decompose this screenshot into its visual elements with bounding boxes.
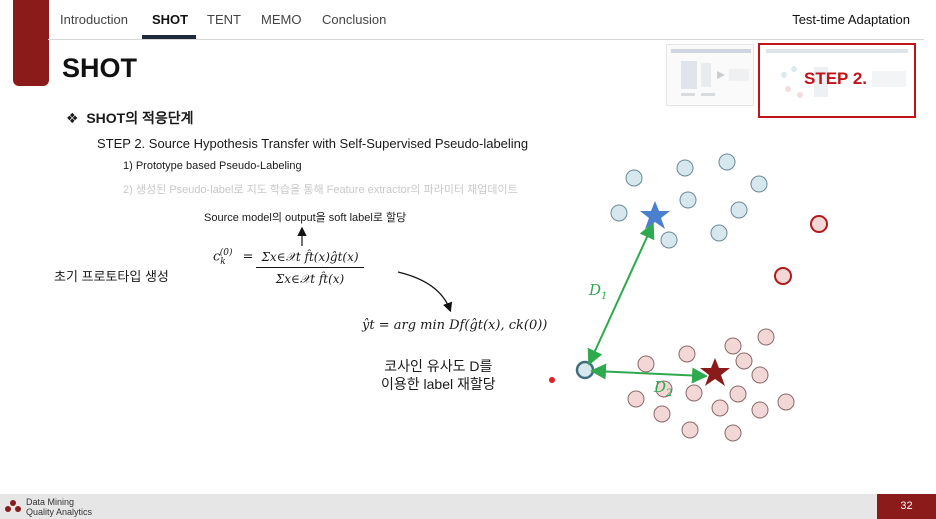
top-navigation: Introduction SHOT TENT MEMO Conclusion T… <box>48 0 924 40</box>
pink-point <box>757 328 775 346</box>
footer-brand-line1: Data Mining <box>26 497 75 507</box>
outlier-point <box>774 267 792 285</box>
pink-point <box>724 424 742 442</box>
curved-arrow <box>397 271 453 313</box>
blue-cluster <box>610 153 768 249</box>
blue-star-icon <box>640 201 670 229</box>
blue-point <box>610 204 628 222</box>
pink-point <box>637 355 655 373</box>
tab-shot[interactable]: SHOT <box>152 12 189 27</box>
blue-point <box>730 201 748 219</box>
blue-point <box>718 153 736 171</box>
pink-point <box>751 401 769 419</box>
formula-denominator: Σx∈𝒳t f̂t(x) <box>275 272 345 286</box>
thumbnail-step-label: STEP 2. <box>804 69 867 88</box>
formula-numerator: Σx∈𝒳t f̂t(x)ĝt(x) <box>256 250 364 268</box>
footer-bar <box>0 494 877 519</box>
pink-point <box>681 421 699 439</box>
pink-point <box>653 405 671 423</box>
red-star-icon <box>700 358 730 386</box>
tab-memo[interactable]: MEMO <box>261 12 302 27</box>
diamond-bullet-icon: ❖ <box>66 110 87 126</box>
blue-point <box>710 224 728 242</box>
pink-point <box>735 352 753 370</box>
thumbnail-step2 <box>758 43 916 118</box>
cosine-similarity-note: 코사인 유사도 D를 이용한 label 재할당 <box>381 357 496 393</box>
section-heading: ❖ SHOT의 적응단계 <box>66 108 194 128</box>
thumbnail-step2-graphic <box>766 49 908 98</box>
tab-tent[interactable]: TENT <box>207 12 241 27</box>
thumbnail-step1 <box>666 44 754 106</box>
active-tab-underline <box>142 35 196 39</box>
deck-title: Test-time Adaptation <box>792 12 910 27</box>
argmin-formula: ŷt = arg min Df(ĝt(x), ck(0)) <box>362 318 548 333</box>
initial-prototype-label: 초기 프로토타입 생성 <box>54 269 169 284</box>
page-number: 32 <box>877 494 936 519</box>
pink-point <box>729 385 747 403</box>
pointer-dot <box>549 377 555 383</box>
cosine-note-line2: 이용한 label 재할당 <box>381 376 496 392</box>
source-model-note: Source model의 output을 soft label로 할당 <box>204 212 407 224</box>
section-heading-text: SHOT의 적응단계 <box>86 110 194 126</box>
blue-point <box>625 169 643 187</box>
thumbnail-step1-graphic <box>671 49 751 96</box>
tab-introduction[interactable]: Introduction <box>60 12 128 27</box>
pink-point <box>724 337 742 355</box>
blue-point <box>660 231 678 249</box>
page-title: SHOT <box>62 53 138 83</box>
d1-arrow <box>587 222 655 366</box>
pink-point <box>678 345 696 363</box>
blue-point <box>750 175 768 193</box>
pink-point <box>777 393 795 411</box>
footer-brand: Data Mining Quality Analytics <box>26 497 92 517</box>
outlier-point <box>810 215 828 233</box>
prototype-formula-fraction: Σx∈𝒳t f̂t(x)ĝt(x) Σx∈𝒳t f̂t(x) <box>256 250 364 287</box>
query-point <box>575 360 595 380</box>
pink-point <box>685 384 703 402</box>
blue-point <box>679 191 697 209</box>
tab-conclusion[interactable]: Conclusion <box>322 12 387 27</box>
footer-brand-line2: Quality Analytics <box>26 507 93 517</box>
pink-point <box>711 399 729 417</box>
pink-point <box>627 390 645 408</box>
d2-label: D2 <box>653 378 672 399</box>
sub-item-2: 2) 생성된 Pseudo-label로 지도 학습을 통해 Feature e… <box>123 184 518 196</box>
prototype-formula-lhs: ck(0) = <box>213 248 254 267</box>
cosine-note-line1: 코사인 유사도 D를 <box>384 358 493 374</box>
step-description: STEP 2. Source Hypothesis Transfer with … <box>97 136 529 151</box>
sub-item-1: 1) Prototype based Pseudo-Labeling <box>123 160 302 172</box>
dmqa-logo-icon <box>5 500 21 512</box>
pink-cluster <box>627 328 795 442</box>
d2-arrow <box>590 363 708 384</box>
d1-label: D1 <box>588 281 607 302</box>
pink-point <box>751 366 769 384</box>
blue-point <box>676 159 694 177</box>
corner-accent <box>13 0 49 86</box>
